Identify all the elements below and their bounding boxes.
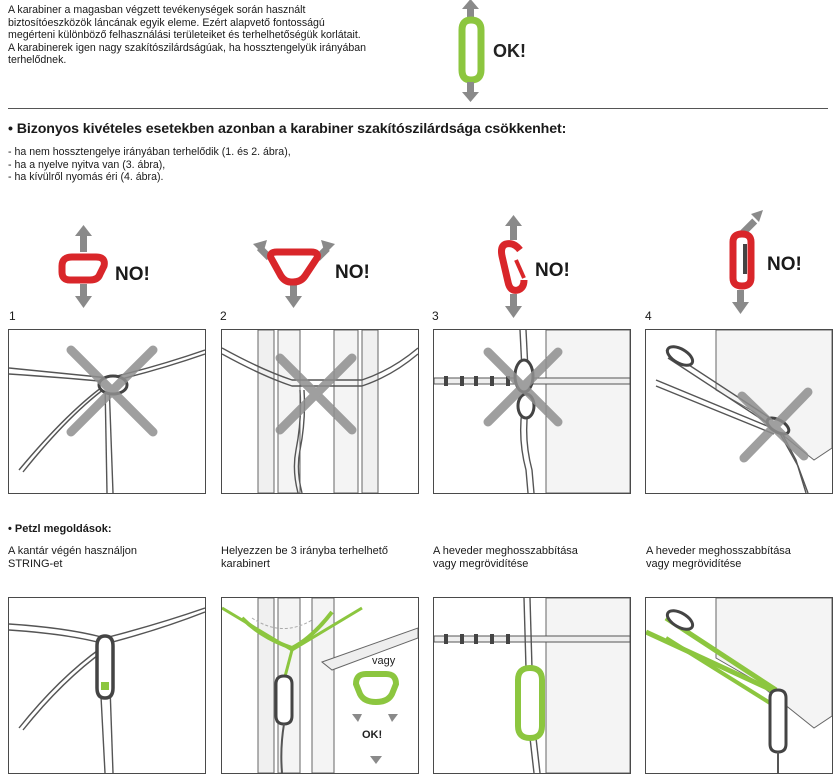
intro-line: A karabiner a magasban végzett tevékenys… [8,4,306,16]
caption-line: karabinert [221,558,270,570]
bullet-item: - ha kívülről nyomás éri (4. ábra). [8,171,164,184]
arrow-down-icon [75,284,92,308]
small-ok-label: OK! [362,729,382,741]
figure-number: 1 [9,309,16,323]
wrong-panel-1 [8,329,206,494]
wrong-panel-3 [433,329,631,494]
caption-line: vagy megrövidítése [646,558,742,570]
arrow-up-icon [505,215,522,240]
cross-icon [737,387,813,463]
carabiner-icon [498,240,528,294]
solution-panel-3 [433,597,631,774]
solution-panel-1 [8,597,206,774]
cross-icon [66,345,158,437]
intro-line: megérteni különböző felhasználási terüle… [8,29,361,42]
solution-panel-4 [645,597,833,774]
figure-number: 2 [220,309,227,323]
solution-panel-2: vagy OK! [221,597,419,774]
ok-label: OK! [493,41,526,61]
wrong-panel-4 [645,329,833,494]
carabiner-icon [352,671,400,706]
section-divider [8,108,828,109]
warning-bullets: - ha nem hossztengelye irányában terhelő… [8,146,291,184]
intro-line: biztosítóeszközök láncának egyik eleme. … [8,16,325,29]
intro-line: terhelődnek. [8,54,67,67]
vagy-label: vagy [372,655,396,667]
caption-line: vagy megrövidítése [433,558,529,570]
caption-line: A heveder meghosszabbítása [433,545,578,557]
bullet-item: - ha nem hossztengelye irányában terhelő… [8,146,291,158]
intro-text: A karabiner a magasban végzett tevékenys… [8,4,428,67]
carabiner-icon [729,230,755,290]
solution-caption-1: A kantár végén használjon STRING-et [8,545,137,571]
carabiner-icon [58,253,108,284]
arrow-up-icon [75,225,92,252]
carabiner-ok-illustration: OK! [458,0,526,102]
arrow-down-icon [285,284,302,308]
no-icon-1: NO! [58,225,150,308]
figure-number: 4 [645,309,652,323]
intro-line: A karabinerek igen nagy szakítószilárdsá… [8,41,367,54]
no-label: NO! [535,260,570,281]
arrow-down-icon [732,290,749,314]
arrow-down-icon [505,294,522,318]
solution-caption-3: A heveder meghosszabbítása vagy megrövid… [433,545,578,571]
warning-heading: • Bizonyos kivételes esetekben azonban a… [8,121,567,137]
no-icon-2: NO! [253,240,370,308]
solutions-heading: • Petzl megoldások: [8,523,112,535]
caption-line: A heveder meghosszabbítása [646,545,791,557]
no-label: NO! [335,262,370,283]
caption-line: A kantár végén használjon [8,545,138,557]
caption-line: Helyezzen be 3 irányba terhelhető [221,545,388,557]
no-icon-3: NO! [498,215,570,318]
solution-caption-4: A heveder meghosszabbítása vagy megrövid… [646,545,791,571]
arrow-up-icon [462,0,479,21]
no-label: NO! [115,264,150,285]
wrong-panel-2 [221,329,419,494]
caption-line: STRING-et [8,558,63,570]
bullet-item: - ha a nyelve nyitva van (3. ábra), [8,158,166,171]
no-icon-4: NO! [729,210,802,314]
cross-icon [275,353,357,435]
no-label: NO! [767,254,802,275]
arrow-down-icon [462,82,479,102]
cross-icon [483,347,563,427]
carabiner-icon [267,248,321,286]
carabiner-icon [458,16,485,84]
solution-caption-2: Helyezzen be 3 irányba terhelhető karabi… [221,545,388,571]
figure-number: 3 [432,309,439,323]
